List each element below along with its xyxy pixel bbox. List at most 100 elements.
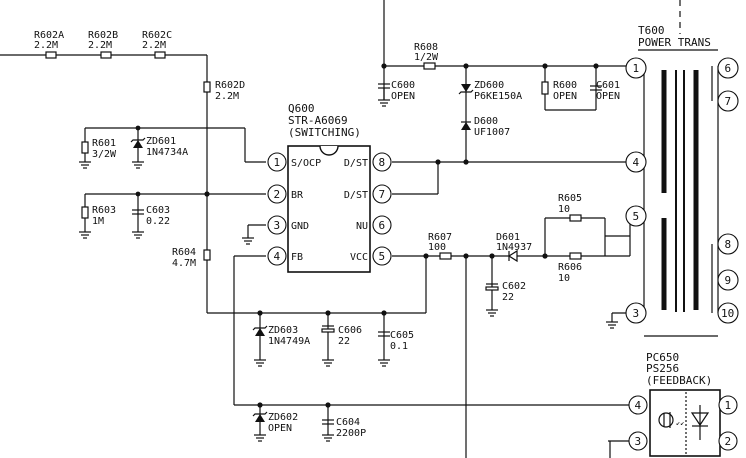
ic-pin-name-5: VCC (350, 252, 368, 263)
ic-pin-num-4: 4 (274, 250, 281, 263)
label-r608-ref: R608 (414, 42, 438, 53)
ground-c604 (322, 434, 334, 442)
ground-c605 (378, 359, 390, 367)
resistor-r602a (45, 51, 57, 59)
label-r603-ref: R603 (92, 205, 116, 216)
label-zd602-ref: ZD602 (268, 412, 298, 423)
label-c601-value: OPEN (596, 91, 620, 102)
label-d601-value: 1N4937 (496, 242, 532, 253)
ground-r603 (79, 231, 91, 239)
ic-pin-name-8: D/ST (344, 158, 368, 169)
diode-d601 (507, 249, 518, 263)
resistor-r602b (100, 51, 112, 59)
diode-d600 (461, 121, 471, 130)
resistor-r608 (423, 62, 436, 70)
label-r603-value: 1M (92, 216, 104, 227)
pc650-ref: PC650 (646, 351, 679, 364)
q600-part: STR-A6069 (288, 114, 348, 127)
ic-pin-num-5: 5 (379, 250, 386, 263)
label-c604-value: 2200P (336, 428, 366, 439)
ic-pin-num-3: 3 (274, 219, 281, 232)
ic-q600: Q600 STR-A6069 (SWITCHING) 1 S/OCP 2 BR … (267, 102, 392, 273)
resistors (45, 51, 582, 261)
ground-r601 (79, 161, 91, 169)
q600-function: (SWITCHING) (288, 126, 361, 139)
svg-text:↙↙: ↙↙ (676, 419, 684, 427)
ic-pin-name-4: FB (291, 252, 303, 263)
ground-zd601 (132, 161, 144, 169)
label-c603-ref: C603 (146, 205, 170, 216)
label-d601-ref: D601 (496, 232, 520, 243)
junction-dots (135, 63, 599, 408)
ground-c606 (322, 359, 334, 367)
label-r608-value: 1/2W (414, 52, 439, 63)
ic-pin-name-7: D/ST (344, 190, 368, 201)
resistor-r602d (203, 81, 211, 93)
ic-pin-num-6: 6 (379, 219, 386, 232)
ground-symbols (79, 88, 618, 442)
t600-pin-8: 8 (725, 238, 732, 251)
label-r600-ref: R600 (553, 80, 577, 91)
label-r607-value: 100 (428, 242, 446, 253)
t600-pin-1: 1 (633, 62, 640, 75)
label-r602b-value: 2.2M (88, 40, 112, 51)
label-r602d-value: 2.2M (215, 91, 239, 102)
resistor-r603 (81, 206, 89, 219)
pc650-function: (FEEDBACK) (646, 374, 712, 387)
label-r600-value: OPEN (553, 91, 577, 102)
label-zd603-ref: ZD603 (268, 325, 298, 336)
label-r605-value: 10 (558, 204, 570, 215)
resistor-r606 (569, 252, 582, 260)
ground-zd603 (254, 359, 266, 367)
label-c603-value: 0.22 (146, 216, 170, 227)
label-r602a-ref: R602A (34, 30, 64, 41)
label-c604-ref: C604 (336, 417, 360, 428)
capacitor-c604 (322, 419, 334, 425)
label-c602-value: 22 (502, 292, 514, 303)
zener-zd601 (130, 137, 146, 148)
pc650-pin-1: 1 (725, 399, 732, 412)
label-r605-ref: R605 (558, 193, 582, 204)
t600-pin-3: 3 (633, 307, 640, 320)
label-c606-value: 22 (338, 336, 350, 347)
ic-pin-num-7: 7 (379, 188, 386, 201)
ic-pin-name-1: S/OCP (291, 158, 321, 169)
ground-c600 (378, 99, 390, 107)
capacitor-c606 (321, 325, 335, 333)
label-r601-ref: R601 (92, 138, 116, 149)
label-r606-value: 10 (558, 273, 570, 284)
resistor-r600 (541, 81, 549, 95)
label-zd602-value: OPEN (268, 423, 292, 434)
ground-t600-pin3 (606, 321, 618, 329)
component-labels: R602A 2.2M R602B 2.2M R602C 2.2M R602D 2… (34, 30, 620, 439)
label-c602-ref: C602 (502, 281, 526, 292)
pc650-part: PS256 (646, 362, 679, 375)
t600-ref: T600 (638, 24, 665, 37)
label-c600-ref: C600 (391, 80, 415, 91)
label-r602a-value: 2.2M (34, 40, 58, 51)
label-r601-value: 3/2W (92, 149, 117, 160)
pc650-pin-3: 3 (635, 435, 642, 448)
label-zd603-value: 1N4749A (268, 336, 310, 347)
capacitor-c605 (378, 331, 390, 337)
resistor-r607 (439, 252, 452, 260)
transformer-t600: T600 POWER TRANS 1 4 5 3 6 7 8 9 10 (625, 24, 739, 324)
ic-pin-num-8: 8 (379, 156, 386, 169)
ic-pin-num-2: 2 (274, 188, 281, 201)
pc650-pin-4: 4 (635, 399, 642, 412)
label-r602c-value: 2.2M (142, 40, 166, 51)
label-c605-ref: C605 (390, 330, 414, 341)
label-r604-ref: R604 (172, 247, 196, 258)
t600-label: POWER TRANS (638, 36, 711, 49)
label-c605-value: 0.1 (390, 341, 408, 352)
t600-pin-7: 7 (725, 95, 732, 108)
label-zd600-ref: ZD600 (474, 80, 504, 91)
t600-pin-4: 4 (633, 156, 640, 169)
pc650-pin-2: 2 (725, 435, 732, 448)
resistor-r602c (154, 51, 166, 59)
capacitor-c601 (590, 85, 602, 91)
label-r604-value: 4.7M (172, 258, 196, 269)
label-c600-value: OPEN (391, 91, 415, 102)
label-r607-ref: R607 (428, 232, 452, 243)
